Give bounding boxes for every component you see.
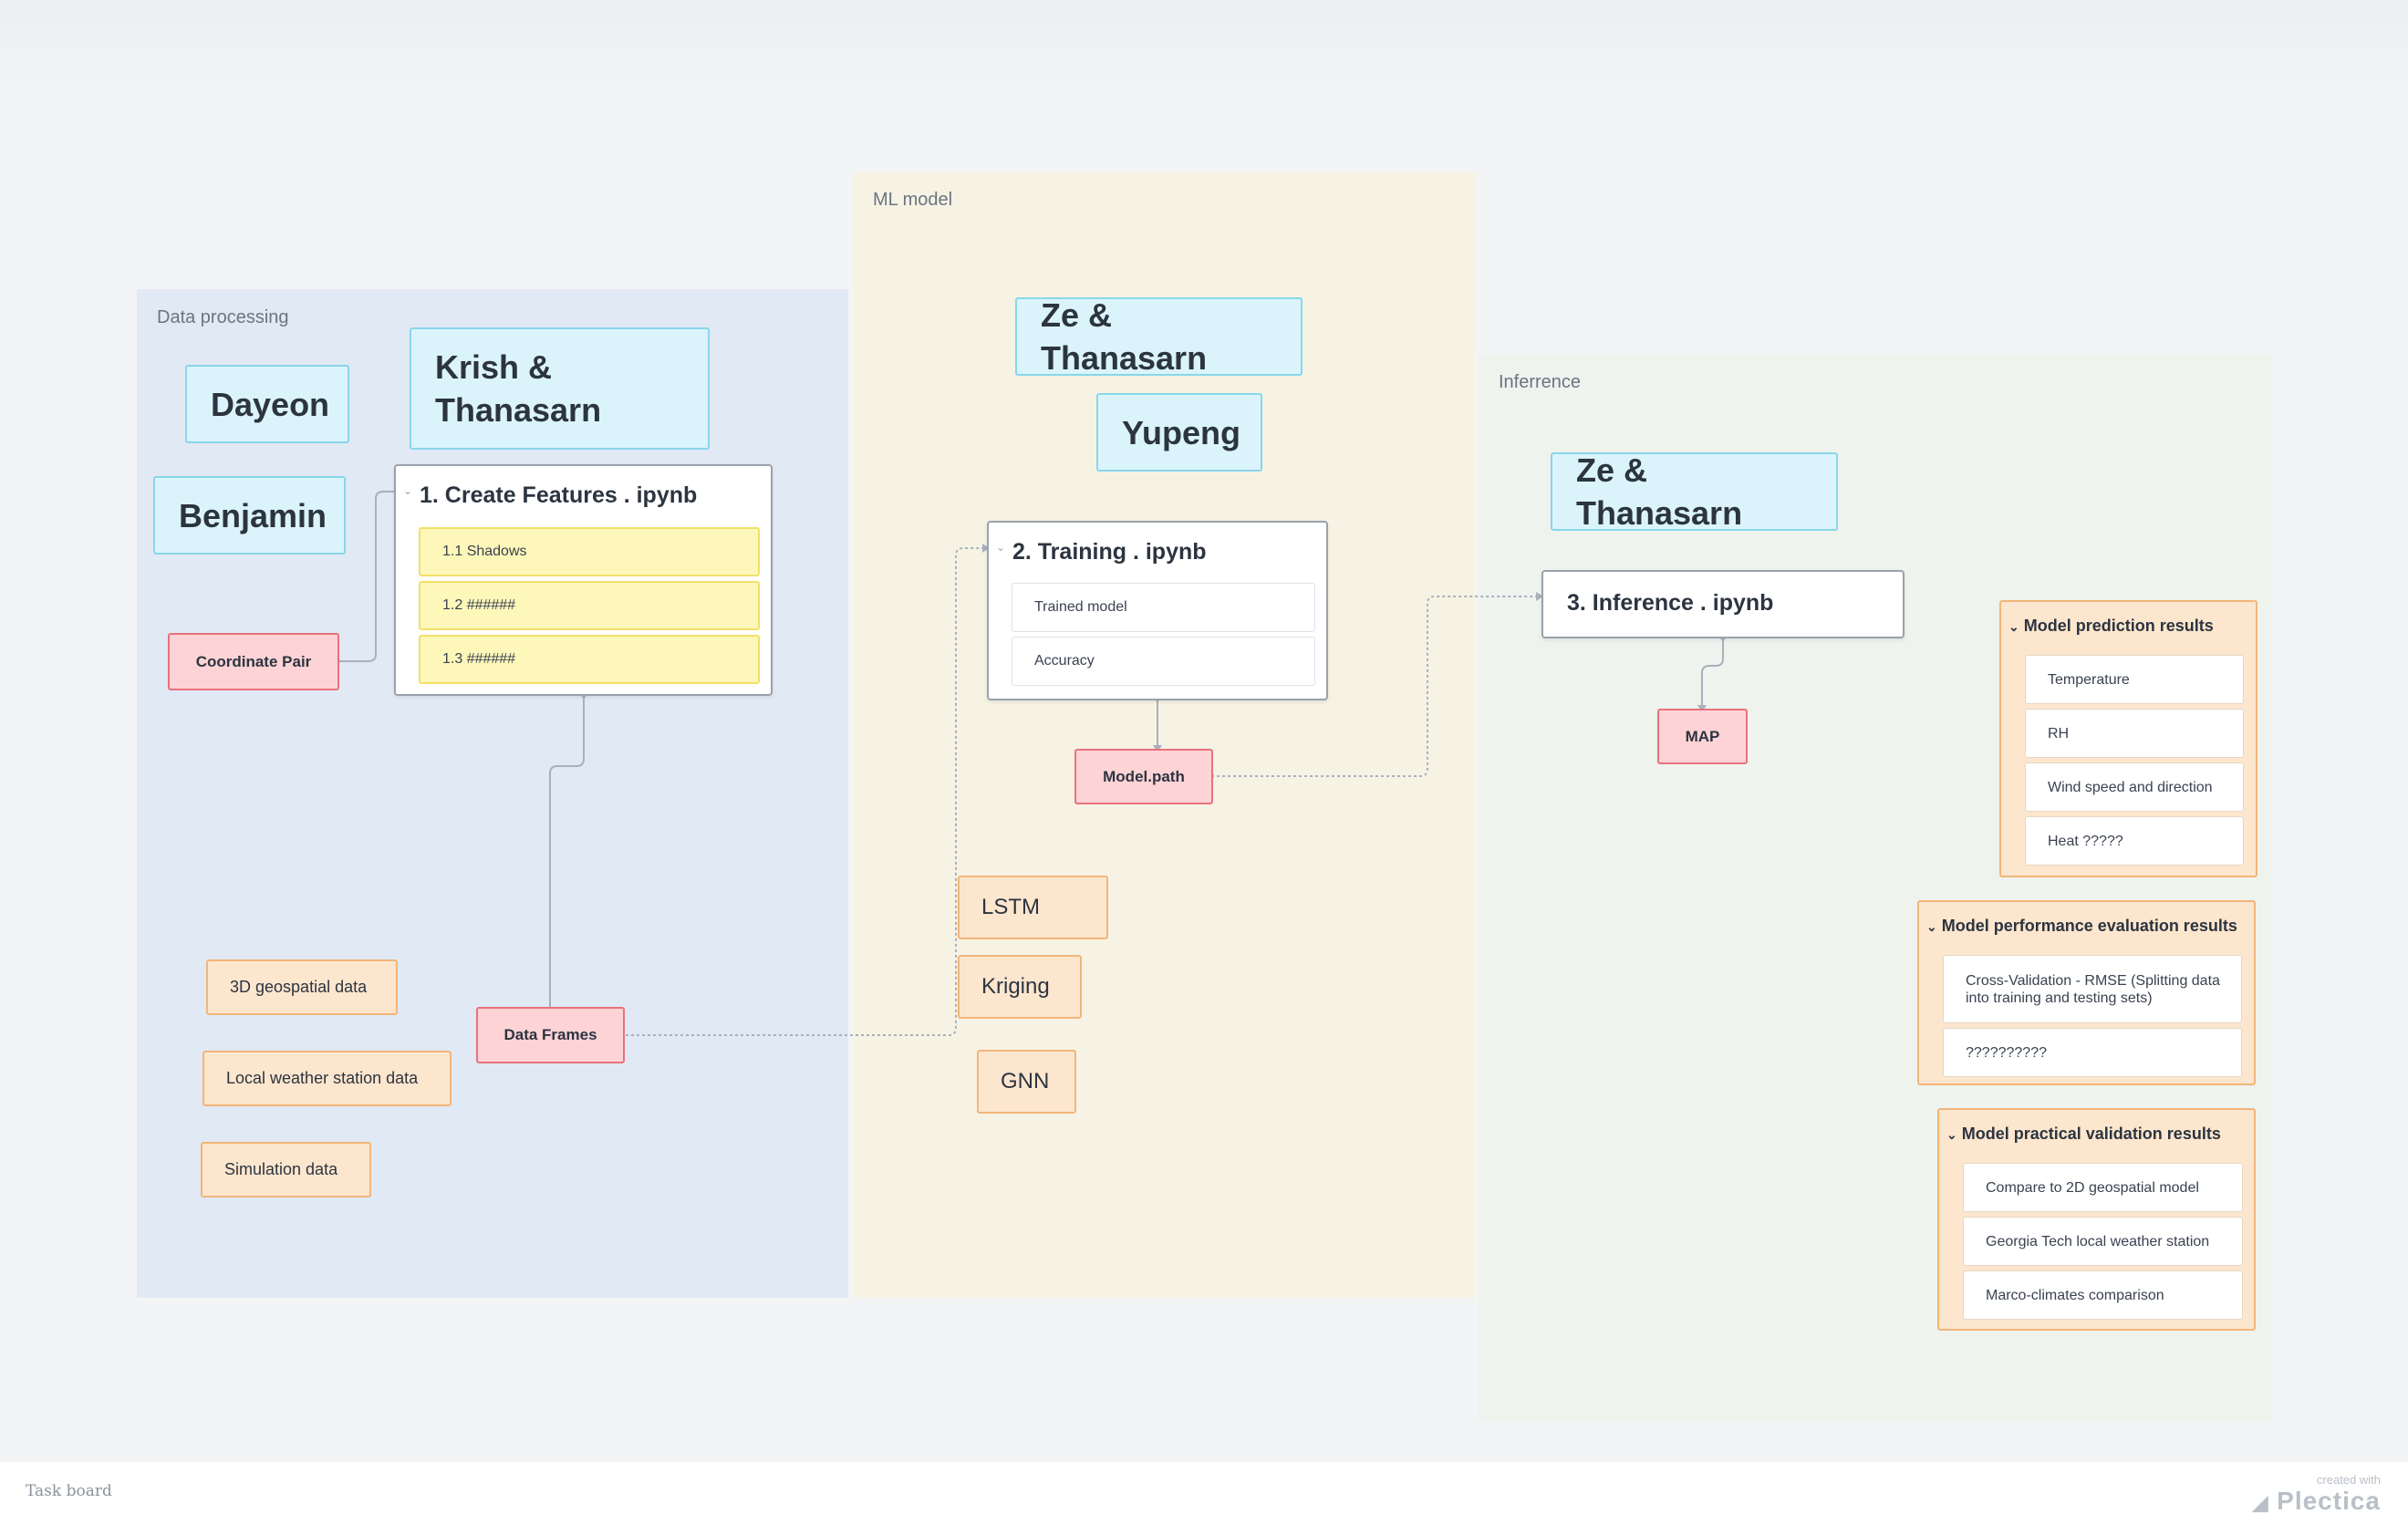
group-title: ⌄ Model practical validation results xyxy=(1946,1125,2221,1144)
plectica-logo[interactable]: created with ◢ Plectica xyxy=(2252,1473,2381,1516)
board-name[interactable]: Task board xyxy=(26,1482,112,1500)
brand-name: Plectica xyxy=(2277,1487,2381,1515)
created-with-label: created with xyxy=(2316,1473,2381,1487)
subtask-label: 1.3 ###### xyxy=(442,651,516,667)
chevron-down-icon[interactable]: ⌄ xyxy=(403,484,413,497)
person-card-ze-thanasarn-ml[interactable]: Ze & Thanasarn xyxy=(1015,296,1303,377)
notebook-create-features[interactable]: ⌄ 1. Create Features . ipynb 1.1 Shadows… xyxy=(394,464,773,696)
group-title: ⌄ Model performance evaluation results xyxy=(1926,917,2237,936)
footer-bar: Task board created with ◢ Plectica xyxy=(0,1462,2408,1524)
artifact-model-path[interactable]: Model.path xyxy=(1074,749,1213,804)
notebook-title: 1. Create Features . ipynb xyxy=(420,482,698,508)
brand-label: ◢ Plectica xyxy=(2252,1487,2381,1516)
chevron-down-icon[interactable]: ⌄ xyxy=(1926,919,1937,934)
result-group-performance[interactable]: ⌄ Model performance evaluation results C… xyxy=(1917,900,2256,1085)
chevron-down-icon[interactable]: ⌄ xyxy=(2008,619,2019,634)
connector-inference-to-map xyxy=(1701,638,1724,706)
subtask-label: 1.2 ###### xyxy=(442,597,516,613)
person-card-yupeng[interactable]: Yupeng xyxy=(1096,393,1262,472)
result-item[interactable]: Cross-Validation - RMSE (Splitting data … xyxy=(1943,955,2242,1023)
chevron-down-icon[interactable]: ⌄ xyxy=(1946,1127,1957,1142)
result-item[interactable]: RH xyxy=(2025,709,2244,758)
connector-features-to-dataframes xyxy=(549,695,585,1008)
notebook-training[interactable]: ⌄ 2. Training . ipynb Trained model Accu… xyxy=(987,521,1328,700)
result-item[interactable]: ?????????? xyxy=(1943,1028,2242,1077)
subtask-item[interactable]: 1.2 ###### xyxy=(419,581,760,630)
person-card-dayeon[interactable]: Dayeon xyxy=(185,365,349,443)
artifact-coordinate-pair[interactable]: Coordinate Pair xyxy=(168,633,339,690)
connector-coordinate-to-features xyxy=(337,491,401,662)
subtask-label: Trained model xyxy=(1034,599,1127,615)
result-item[interactable]: Heat ????? xyxy=(2025,816,2244,866)
artifact-data-frames[interactable]: Data Frames xyxy=(476,1007,625,1063)
data-source-item[interactable]: Local weather station data xyxy=(202,1051,452,1106)
subtask-label: Accuracy xyxy=(1034,653,1095,669)
connector-modelpath-to-inference xyxy=(1211,596,1536,777)
result-group-practical[interactable]: ⌄ Model practical validation results Com… xyxy=(1937,1108,2256,1331)
group-title: ⌄ Model prediction results xyxy=(2008,617,2214,636)
region-label: ML model xyxy=(873,190,953,210)
artifact-map[interactable]: MAP xyxy=(1657,709,1748,764)
notebook-title: 2. Training . ipynb xyxy=(1012,539,1207,565)
group-title-label: Model performance evaluation results xyxy=(1941,917,2237,935)
result-item[interactable]: Georgia Tech local weather station xyxy=(1963,1217,2243,1266)
data-source-item[interactable]: 3D geospatial data xyxy=(206,959,398,1015)
result-group-prediction[interactable]: ⌄ Model prediction results Temperature R… xyxy=(1999,600,2258,877)
notebook-inference[interactable]: 3. Inference . ipynb xyxy=(1541,570,1905,638)
data-source-item[interactable]: Simulation data xyxy=(201,1142,371,1197)
subtask-label: 1.1 Shadows xyxy=(442,544,527,559)
subtask-item[interactable]: Accuracy xyxy=(1012,637,1315,686)
person-card-ze-thanasarn-inference[interactable]: Ze & Thanasarn xyxy=(1551,451,1838,532)
person-card-krish-thanasarn[interactable]: Krish & Thanasarn xyxy=(410,327,710,450)
subtask-item[interactable]: 1.1 Shadows xyxy=(419,527,760,576)
connector-dataframes-to-training xyxy=(620,547,982,1036)
model-option-gnn[interactable]: GNN xyxy=(977,1050,1076,1114)
plectica-icon: ◢ xyxy=(2252,1491,2269,1514)
top-band xyxy=(0,0,2408,100)
subtask-item[interactable]: 1.3 ###### xyxy=(419,635,760,684)
region-label: Inferrence xyxy=(1499,372,1582,392)
result-item[interactable]: Temperature xyxy=(2025,655,2244,704)
region-data-processing[interactable]: Data processing xyxy=(137,289,848,1298)
subtask-item[interactable]: Trained model xyxy=(1012,583,1315,632)
notebook-title: 3. Inference . ipynb xyxy=(1567,590,1774,616)
result-item[interactable]: Marco-climates comparison xyxy=(1963,1270,2243,1320)
person-card-benjamin[interactable]: Benjamin xyxy=(153,476,346,555)
arrowhead xyxy=(982,544,990,553)
group-title-label: Model practical validation results xyxy=(1961,1125,2221,1143)
arrowhead xyxy=(1536,592,1543,601)
model-option-kriging[interactable]: Kriging xyxy=(958,955,1082,1019)
region-label: Data processing xyxy=(157,307,289,327)
result-item[interactable]: Compare to 2D geospatial model xyxy=(1963,1163,2243,1212)
chevron-down-icon[interactable]: ⌄ xyxy=(996,541,1006,554)
model-option-lstm[interactable]: LSTM xyxy=(958,876,1108,939)
group-title-label: Model prediction results xyxy=(2023,617,2214,635)
result-item[interactable]: Wind speed and direction xyxy=(2025,762,2244,812)
